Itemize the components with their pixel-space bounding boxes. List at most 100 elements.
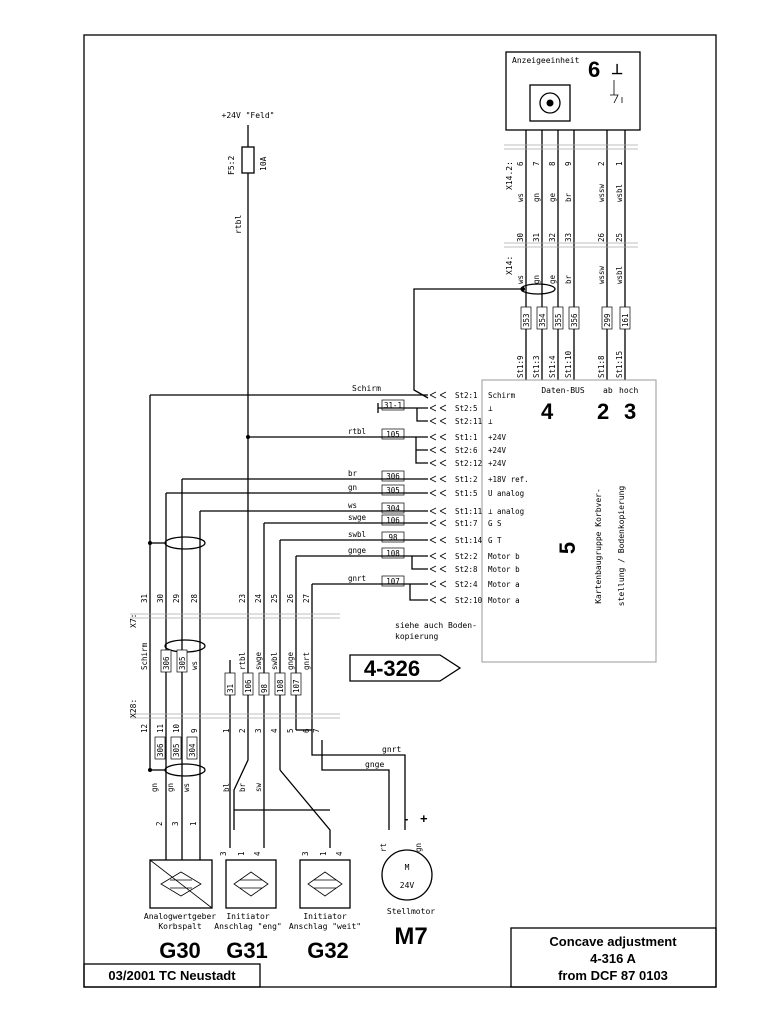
x14-code-box-text: 355 [554,313,563,327]
x14-wire: ws [516,275,525,284]
module-pin-id: St1:11 [455,507,482,516]
x7-pin: 27 [302,594,311,603]
x28-pin: 10 [172,723,181,733]
bottom-wire: gn [150,783,159,792]
g30-pin: 2 [155,821,164,826]
x28-top-box: 98 [258,672,270,696]
module-code-box-text: 98 [388,533,398,542]
x28-code-box-text: 305 [172,743,181,757]
bottom-wire: br [238,782,247,792]
x7-wire: gnge [286,651,295,670]
fuse-id: F5:2 [227,156,236,175]
fuse-icon [241,146,255,174]
x14-pin: 31 [532,233,541,242]
top-connector-pins: 630wsws353St1:9731gngn354St1:3832gege355… [516,161,631,378]
g32-line1: Initiator [303,912,347,921]
gauge-hub-icon [546,99,554,107]
x28-label: X28: [129,699,138,718]
module-pin-id: St2:12 [455,459,482,468]
x28-top-box-text: 31 [226,684,235,693]
x14-2-pin: 2 [597,161,606,166]
supply-branch: +24V "Feld" F5:2 10A rtbl [222,111,274,710]
module-note-1: siehe auch Boden- [395,621,477,630]
component-g31: Initiator Anschlag "eng" G31 [214,859,282,963]
pin-chevron-icon [429,552,447,560]
module-pin-id: St2:4 [455,580,478,589]
pin-chevron-icon [429,489,447,497]
display-unit-number: 6 [588,57,600,82]
x28-code-box: 304 [186,736,198,760]
module-title-2: stellung / Bodenkopierung [617,486,626,607]
x28-top-box-text: 98 [260,683,269,693]
fuse-rating: 10A [259,156,268,171]
x14-wire-top: br [564,192,573,202]
x28-code-box: 305 [170,736,182,760]
x14-code-box: 356 [568,306,580,330]
module-wire-label: swbl [348,530,366,539]
g30-line2: Korbspalt [158,922,202,931]
crossref-label: 4-326 [364,656,420,681]
motor-plus-pin: + [420,811,428,826]
x28-pin: 5 [286,728,295,733]
module-code-box-text: 107 [386,577,400,586]
x14-wire-top: ws [516,193,525,202]
title-block [510,927,717,988]
x7-wire: ws [190,661,199,670]
module-pin-id: St2:1 [455,391,478,400]
module-code-box: 108 [381,547,405,559]
x14-wire: wssw [597,265,606,284]
module-code-box-text: 304 [386,504,400,513]
x28-pin: 9 [190,728,199,733]
x14-wire: br [564,274,573,284]
module-code-box: 107 [381,575,405,587]
gauge-icon [539,92,561,114]
motor-wire-2: gnge [365,760,384,769]
module-top-pin: St1:4 [548,355,557,378]
x14-code-box: 353 [520,306,532,330]
x14-code-box-text: 353 [522,313,531,327]
pin-chevron-icon [429,596,447,604]
x7-wire: swge [254,651,263,670]
x14-wire-top: gn [532,193,541,202]
x28-top-box: 108 [274,672,286,696]
module-code-box: 31-1 [381,399,405,411]
module-pin-label: +24V [488,446,507,455]
control-module: Daten-BUS ab hoch 4 2 3 5 Kartenbaugrupp… [395,379,657,663]
pin-chevron-icon [429,459,447,467]
module-wire-label: rtbl [348,427,366,436]
module-pin-id: St2:10 [455,596,483,605]
x14-code-box: 161 [619,306,631,330]
x7-code-box: 305 [176,649,188,673]
x7-wire: swbl [270,652,279,670]
x28-pin: 11 [156,724,165,733]
motor-pin-label-1: rt [379,843,388,852]
field-connector-pins: 31Schirm303062930528ws23rtbl24swge25swbl… [140,593,344,856]
ground-symbol: ⊥ [611,61,623,77]
x14-pin: 32 [548,233,557,242]
module-pin-label: ⊥ [488,417,493,426]
drawing-frame [83,34,717,988]
module-top-pin: St1:3 [532,355,541,378]
module-pin-id: St2:5 [455,404,478,413]
bottom-wire: sw [254,782,263,792]
module-wire-label: gnge [348,546,367,555]
display-unit: Anzeigeeinheit 6 ⊥ [505,51,641,131]
x14-wire-top: ge [548,192,557,202]
x14-wire: gn [532,275,541,284]
module-pin-id: St1:1 [455,433,478,442]
module-pin-label: ⊥ analog [488,507,524,516]
g32-pin: 1 [319,851,328,856]
component-g30: Analogwertgeber Korbspalt G30 [144,859,216,963]
x28-top-box: 31 [224,672,236,696]
gauge-icon-frame [529,84,571,122]
module-wire-label: br [348,469,358,478]
g32-pin: 3 [301,851,310,856]
g31-line2: Anschlag "eng" [214,922,281,931]
x28-pin: 1 [222,728,231,733]
module-pin-label: ⊥ [488,404,493,413]
module-pin-label: Motor b [488,552,520,561]
x14-code-box: 299 [601,306,613,330]
pin-chevron-icon [429,417,447,425]
